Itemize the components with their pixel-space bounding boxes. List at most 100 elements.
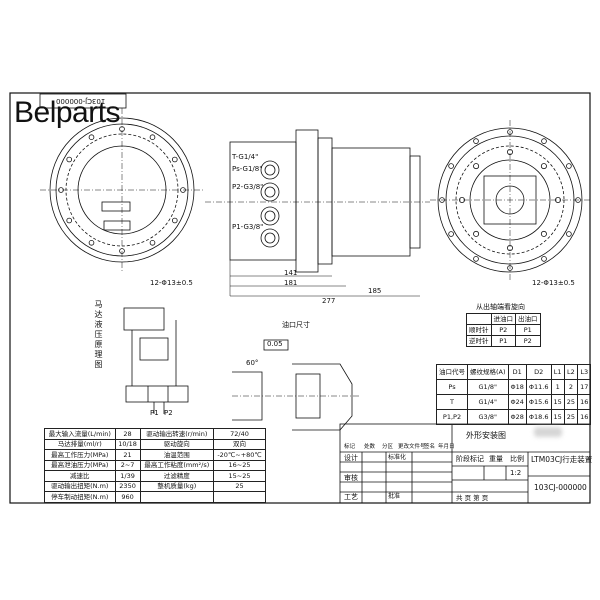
port-h0: 油口代号	[436, 364, 468, 380]
rot-h0	[466, 313, 492, 325]
brand-logo-text: Belparts	[14, 96, 121, 129]
front-flange-view	[40, 108, 205, 272]
port-r1c4: 15	[550, 394, 565, 410]
param-r1c0: 马达排量(ml/r)	[44, 438, 116, 450]
param-r2c1: 21	[114, 449, 141, 461]
rev-col-1: 处数	[364, 444, 376, 450]
param-r3c1: 2~7	[114, 459, 141, 471]
port-label-p2: P2-G3/8"	[232, 183, 264, 191]
rev-col-3: 更改文件号	[398, 444, 426, 450]
bolt-hole	[473, 230, 480, 237]
port-h5: L2	[563, 364, 579, 380]
rev-col-5: 年月日	[438, 444, 455, 450]
port-h3: D2	[525, 364, 552, 380]
param-r6c3	[213, 491, 266, 503]
unit-name: LTM03CJ行走装置	[531, 455, 593, 464]
bolt-hole	[473, 138, 479, 144]
bolt-hole	[58, 187, 64, 193]
param-r1c3: 双向	[213, 438, 266, 450]
bolt-hole	[507, 265, 513, 271]
rev-col-4: 签名	[424, 444, 436, 450]
port-r0c6: 17	[577, 379, 592, 395]
port-r2c3: Φ18.6	[525, 409, 552, 425]
param-r2c3: -20℃~+80℃	[213, 449, 266, 461]
param-r1c2: 驱动旋向	[139, 438, 215, 450]
corner-tag	[39, 93, 127, 109]
rear-motor-view	[430, 120, 590, 280]
param-r6c2	[139, 491, 215, 503]
bolt-hole	[172, 217, 178, 224]
drawing-number: 103CJ-000000	[534, 483, 587, 492]
bolt-hole	[555, 196, 562, 203]
port-h6: L3	[577, 364, 592, 380]
port-h2: D1	[507, 364, 527, 380]
bolt-hole	[149, 134, 156, 141]
phase-label: 阶段标记	[456, 455, 484, 463]
port-r2c2: Φ28	[507, 409, 527, 425]
rev-col-2: 分区	[382, 444, 394, 450]
sheet-border	[9, 92, 591, 504]
bolt-hole	[541, 138, 547, 144]
sheets-label: 共 页 第 页	[456, 494, 489, 502]
rot-r1c2: P2	[515, 335, 541, 347]
bolt-hole	[88, 240, 95, 246]
dim-185: 185	[368, 287, 382, 295]
title-block-heading: 外形安装图	[466, 431, 506, 440]
dim-277: 277	[322, 297, 336, 305]
dim-bolt-left: 12-Φ13±0.5	[150, 279, 193, 287]
weight-label: 重量	[489, 455, 503, 463]
param-r0c3: 72/40	[213, 428, 266, 440]
schematic-title: 马达液压原理图	[94, 300, 103, 370]
param-r4c1: 1/39	[114, 470, 141, 482]
port-r1c6: 16	[577, 394, 592, 410]
bolt-hole	[66, 217, 72, 224]
scale-value: 1:2	[510, 469, 522, 477]
bolt-hole	[507, 129, 513, 135]
row-standard: 标准化	[388, 454, 407, 461]
port-r1c0: T	[436, 394, 468, 410]
param-r5c3: 25	[213, 480, 266, 492]
rot-r1c1: P1	[490, 335, 516, 347]
dim-181: 181	[284, 279, 298, 287]
scale-label: 比例	[510, 455, 524, 463]
param-r5c0: 驱动输出扭矩(N.m)	[44, 480, 116, 492]
param-r4c3: 15~25	[213, 470, 266, 482]
param-r0c0: 最大输入流量(L/min)	[44, 428, 116, 440]
bolt-hole	[119, 248, 125, 254]
param-r2c2: 油温范围	[139, 449, 215, 461]
port-r2c5: 25	[563, 409, 579, 425]
bolt-hole	[149, 240, 156, 246]
dim-141: 141	[284, 269, 298, 277]
param-r6c1: 960	[114, 491, 141, 503]
port-size-table: 油口代号 螺纹规格(A) D1 D2 L1 L2 L3 Ps G1/8" Φ18…	[436, 364, 592, 425]
bolt-hole	[566, 163, 572, 169]
bolt-hole	[473, 256, 479, 262]
rot-r0c0: 顺时针	[466, 324, 492, 336]
port-r2c4: 15	[550, 409, 565, 425]
bolt-hole	[448, 163, 454, 169]
param-r0c2: 驱动输出转速(r/min)	[139, 428, 215, 440]
param-r5c2: 整机质量(kg)	[139, 480, 215, 492]
bolt-hole	[506, 244, 513, 251]
row-process: 工艺	[344, 493, 358, 501]
bolt-hole	[540, 230, 547, 237]
dim-bolt-right: 12-Φ13±0.5	[532, 279, 575, 287]
port-r0c4: 1	[550, 379, 565, 395]
port-r2c1: G3/8"	[467, 409, 509, 425]
rev-col-0: 标记	[344, 444, 356, 450]
corner-tag-text: 103CJ-000000	[56, 97, 106, 105]
bolt-hole	[119, 126, 125, 132]
bolt-hole	[506, 148, 513, 155]
bolt-hole	[180, 187, 186, 193]
param-r6c0: 停车制动扭矩(N.m)	[44, 491, 116, 503]
port-r1c3: Φ15.6	[525, 394, 552, 410]
port-h1: 螺纹规格(A)	[467, 364, 509, 380]
rot-h2: 出油口	[515, 313, 541, 325]
param-r3c2: 最高工作粘度(mm²/s)	[139, 459, 215, 471]
port-label-p1: P1-G3/8"	[232, 223, 264, 231]
schematic-port-p2: P2	[164, 409, 173, 417]
param-r2c0: 最高工作压力(MPa)	[44, 449, 116, 461]
